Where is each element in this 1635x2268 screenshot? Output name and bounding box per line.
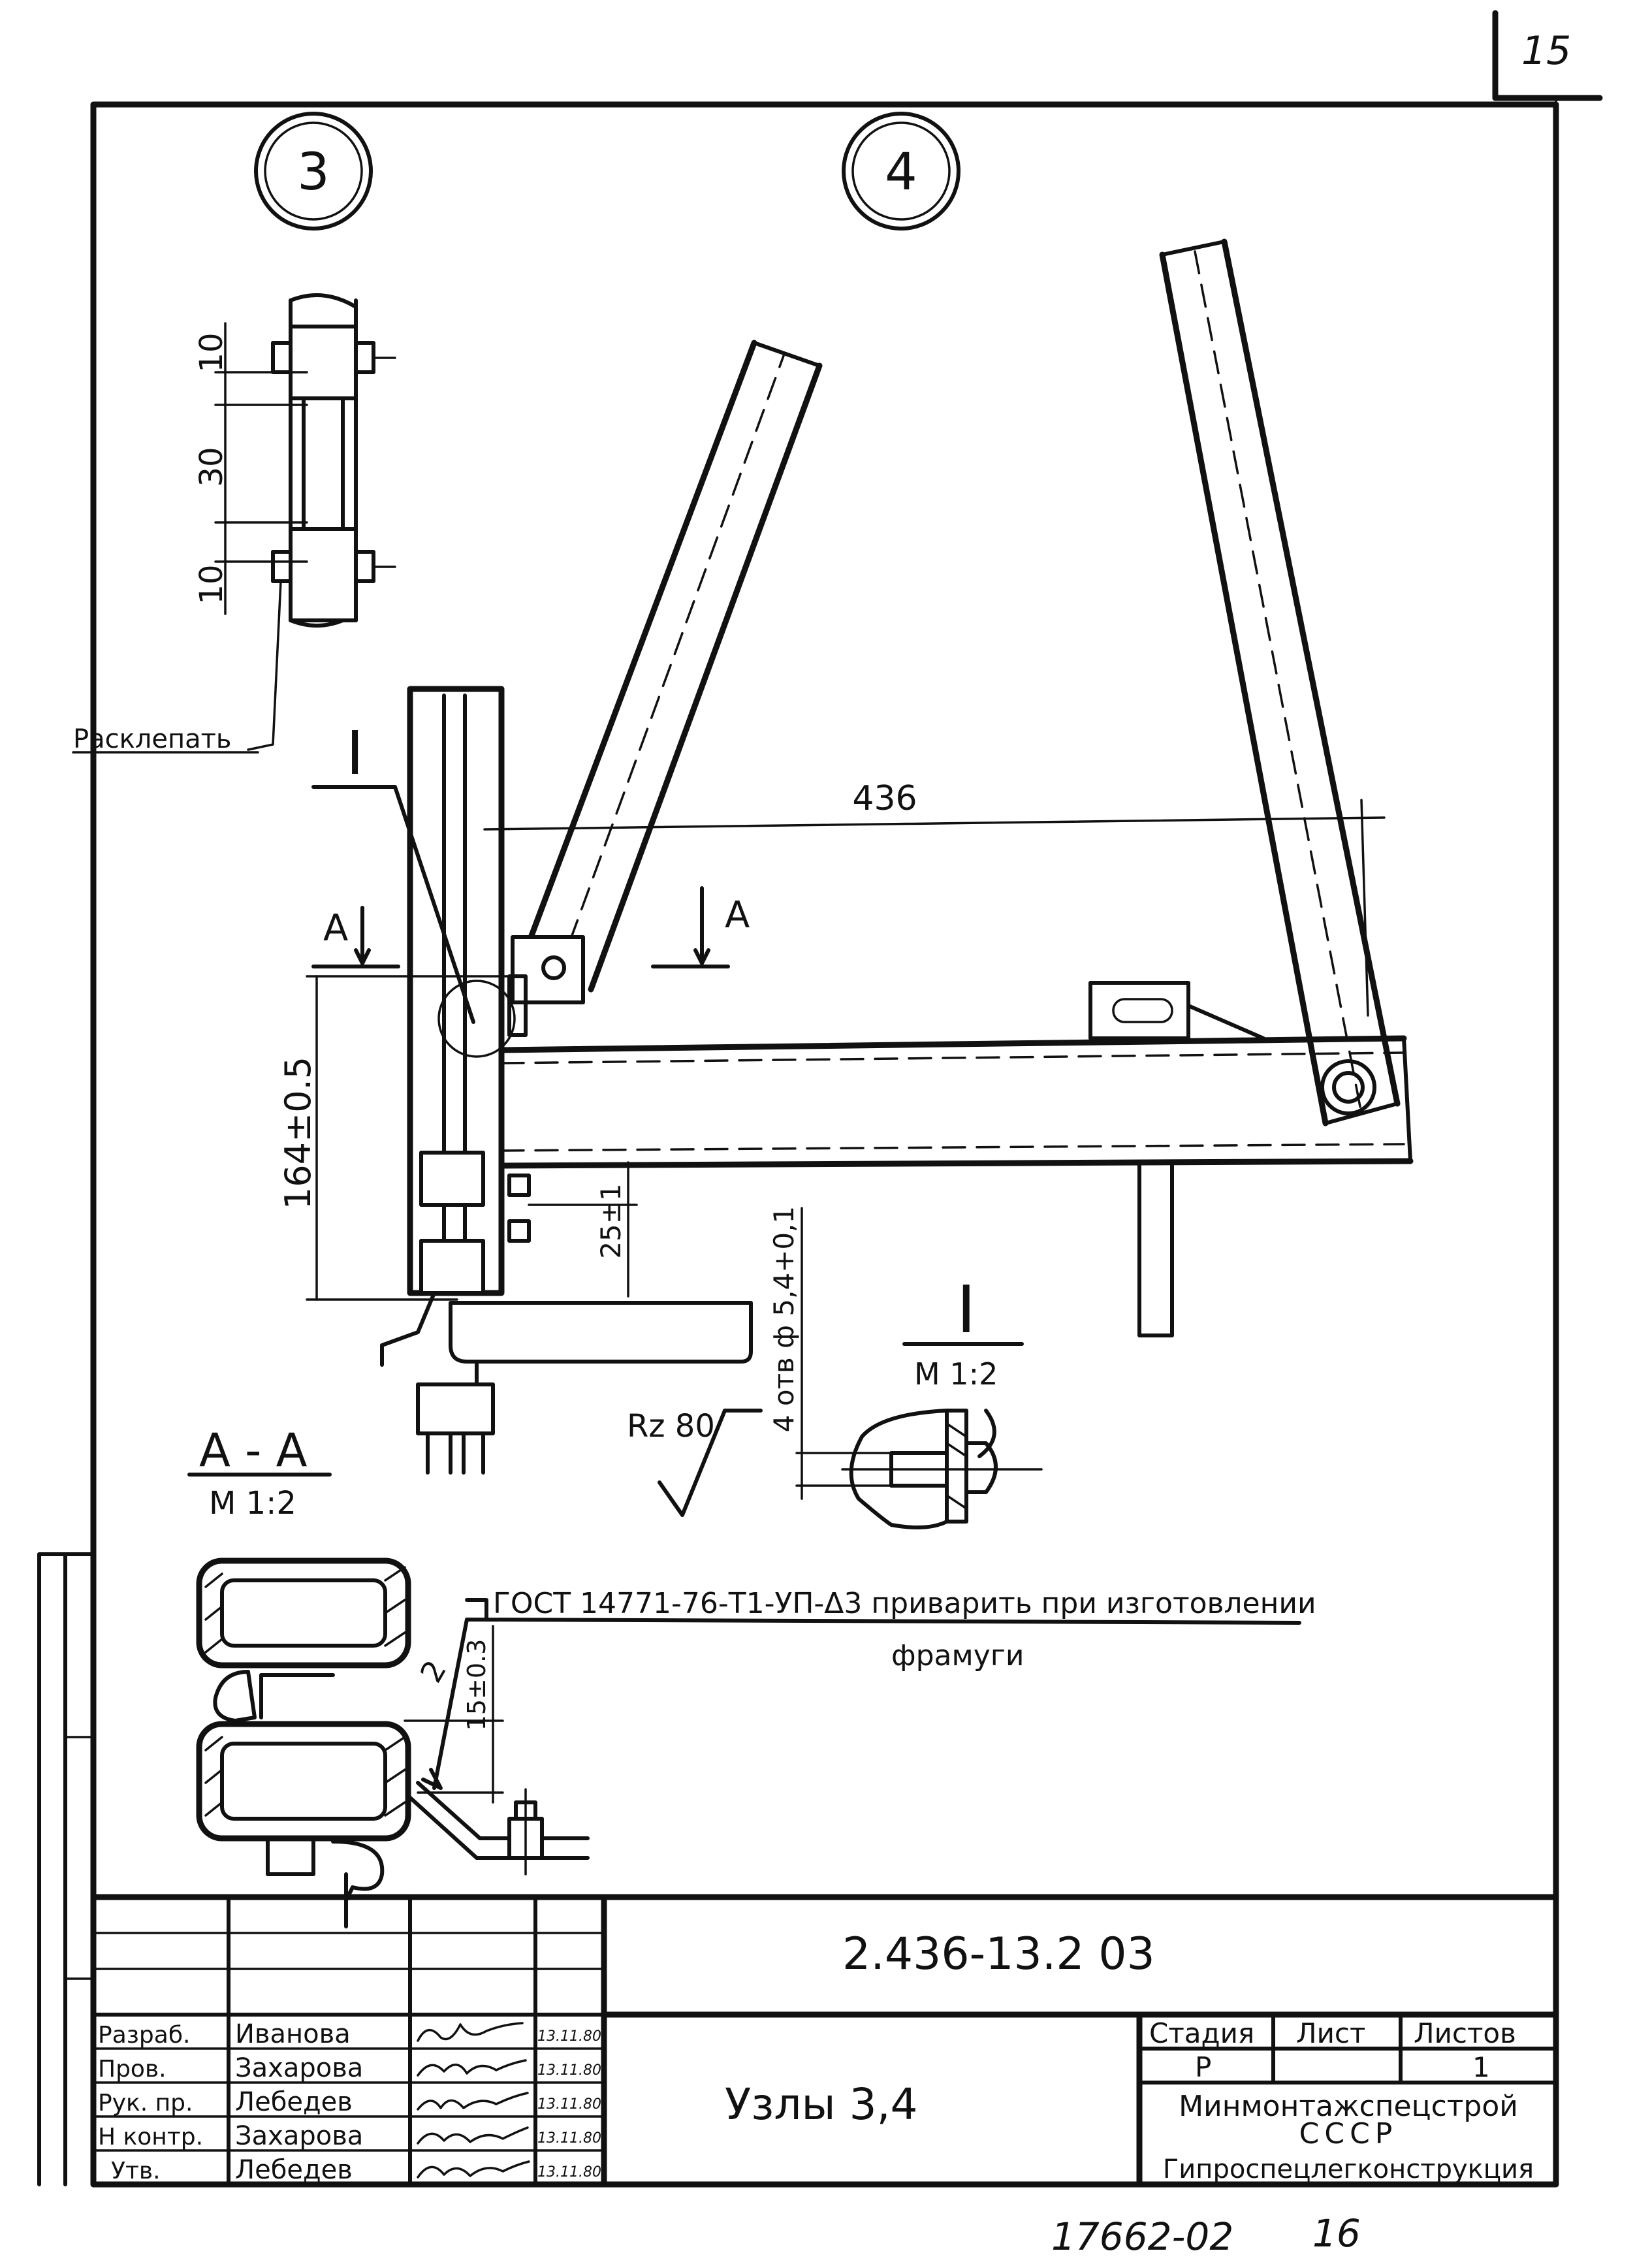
detail-I-drawing <box>795 1207 1043 1529</box>
node-circle-3: 3 <box>254 112 373 231</box>
drawing-title: Узлы 3,4 <box>725 2079 918 2130</box>
role-label: Разраб. <box>98 2022 190 2049</box>
sheets-value: 1 <box>1472 2051 1490 2083</box>
role-date: 13.11.80 <box>537 2062 601 2079</box>
section-aa-title: A - A <box>199 1424 308 1477</box>
dim-10-top: 10 <box>193 332 230 372</box>
dim-10-bottom: 10 <box>193 564 230 604</box>
signature <box>417 2160 530 2179</box>
section-aa-drawing <box>196 1557 1301 1928</box>
role-date: 13.11.80 <box>537 2164 601 2180</box>
org-line3: Гипроспецлегконструкция <box>1163 2154 1534 2184</box>
signature <box>417 2059 527 2077</box>
bottom-note-right: 16 <box>1312 2211 1361 2256</box>
role-name: Захарова <box>235 2053 363 2083</box>
signature <box>417 2022 524 2042</box>
role-label: Н контр. <box>98 2124 203 2150</box>
org-line1: Минмонтажспецстрой <box>1179 2090 1518 2123</box>
holes-note: 4 отв ф 5,4+0,1 <box>768 1206 800 1432</box>
label-rasklepat: Расклепать <box>73 724 232 754</box>
title-block <box>90 1894 1559 2188</box>
role-name: Иванова <box>235 2019 351 2049</box>
main-assembly <box>306 238 1414 1475</box>
drawing-designation: 2.436-13.2 03 <box>842 1928 1155 1980</box>
section-mark-right: A <box>725 894 750 936</box>
detail-I-title: I <box>957 1271 976 1348</box>
weld-note-line1: ГОСТ 14771-76-Т1-УП-Δ3 приварить при изг… <box>493 1587 1316 1620</box>
node-label-3: 3 <box>297 143 330 202</box>
rivet-link-detail <box>214 293 396 751</box>
bottom-note-left: 17662-02 <box>1051 2214 1233 2259</box>
signature <box>417 2126 529 2145</box>
sheet-header: Лист <box>1296 2017 1365 2049</box>
dim-164: 164±0.5 <box>278 1057 319 1209</box>
section-aa-scale: M 1:2 <box>209 1485 296 1522</box>
section-mark-left: A <box>323 907 348 950</box>
role-name: Лебедев <box>235 2155 353 2185</box>
roughness: Rz 80 <box>627 1408 715 1445</box>
view-I-label: I <box>346 718 364 788</box>
roles-table: Разраб. Иванова 13.11.80 Пров. Захарова … <box>98 2019 601 2185</box>
sheets-header: Листов <box>1414 2017 1516 2049</box>
role-date: 13.11.80 <box>537 2130 601 2147</box>
role-name: Лебедев <box>235 2087 353 2117</box>
leader-2: 2 <box>413 1654 453 1688</box>
stage-header: Стадия <box>1149 2017 1254 2049</box>
dim-25: 25±1 <box>595 1183 627 1258</box>
node-circle-4: 4 <box>842 112 960 231</box>
role-date: 13.11.80 <box>537 2028 601 2045</box>
dim-436: 436 <box>852 779 917 818</box>
dim-15: 15±0.3 <box>462 1639 491 1731</box>
signatures <box>417 2022 530 2179</box>
role-label: Рук. пр. <box>98 2090 193 2116</box>
signature <box>417 2092 529 2111</box>
role-label: Утв. <box>111 2158 161 2184</box>
detail-I-scale: M 1:2 <box>914 1356 998 1392</box>
sheet-frame <box>37 10 1603 2188</box>
weld-note-line2: фрамуги <box>891 1639 1024 1672</box>
page-number: 15 <box>1521 28 1571 74</box>
role-label: Пров. <box>98 2056 167 2083</box>
role-name: Захарова <box>235 2121 363 2151</box>
role-date: 13.11.80 <box>537 2096 601 2113</box>
org-line2: СССР <box>1299 2117 1398 2150</box>
stage-value: Р <box>1195 2051 1211 2083</box>
dim-30: 30 <box>193 447 230 487</box>
node-label-4: 4 <box>885 143 917 202</box>
